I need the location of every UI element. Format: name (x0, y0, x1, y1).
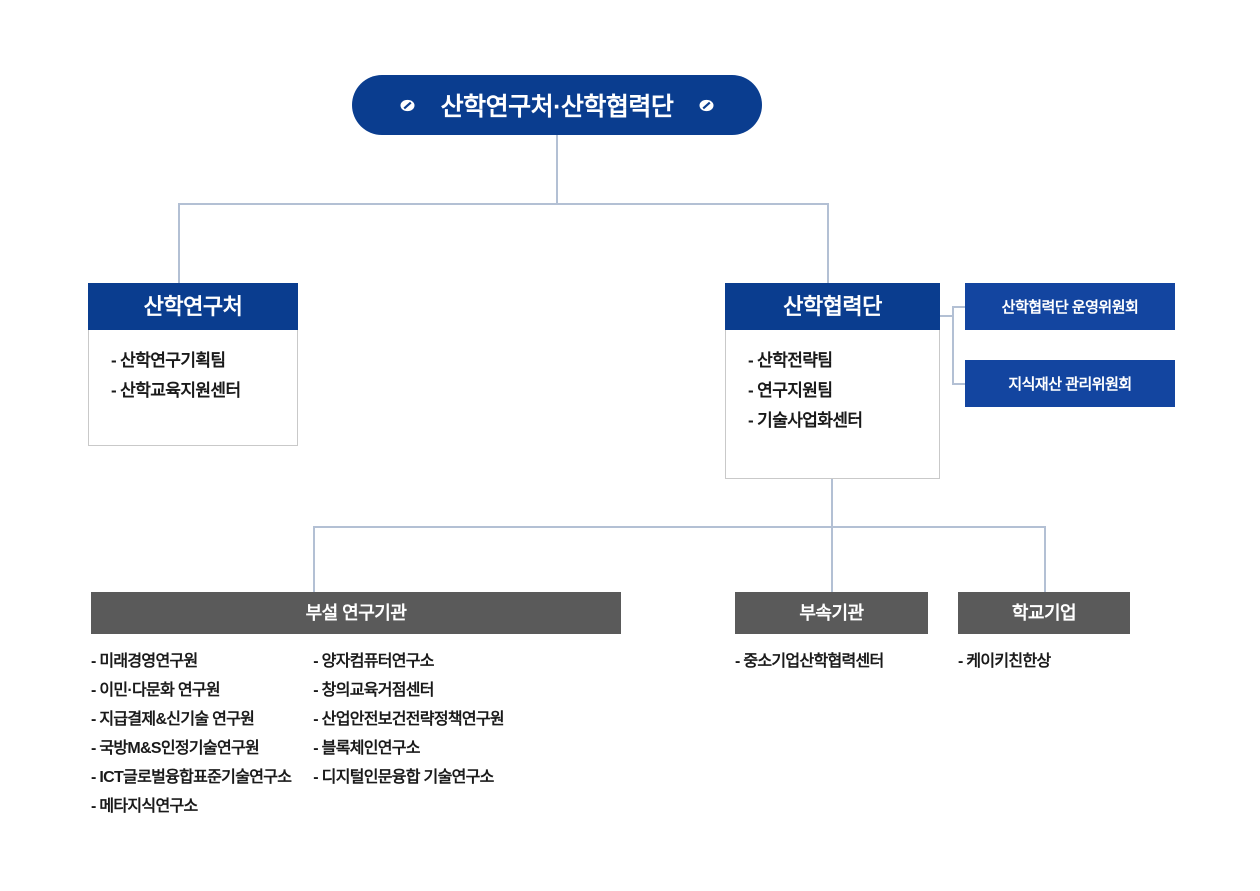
group-attached-institutions[interactable]: 부속기관 - 중소기업산학협력센터 (735, 592, 928, 676)
dept-item: - 기술사업화센터 (748, 411, 863, 430)
group-items-attached-institutions: - 중소기업산학협력센터 (735, 634, 928, 676)
connector-level2-bus (178, 203, 829, 205)
connector-to-cooperation-foundation (827, 203, 829, 283)
group-column: - 케이키친한상 (958, 647, 1051, 676)
group-item: - 이민·다문화 연구원 (91, 682, 221, 699)
group-item: - 산업안전보건전략정책연구원 (313, 711, 504, 728)
connector-committee-2 (952, 383, 966, 385)
connector-to-research-office (178, 203, 180, 283)
dept-item: - 연구지원팀 (748, 381, 833, 400)
group-school-enterprise[interactable]: 학교기업 - 케이키친한상 (958, 592, 1130, 676)
group-title-school-enterprise: 학교기업 (958, 592, 1130, 634)
group-title-attached-institutions: 부속기관 (735, 592, 928, 634)
committee-label: 산학협력단 운영위원회 (1001, 299, 1139, 316)
connector-committee-stem (940, 315, 954, 317)
connector-to-affiliated-institutes (313, 526, 315, 592)
dept-item: - 산학교육지원센터 (111, 381, 241, 400)
connector-root-down (556, 135, 558, 204)
committee-ip-management[interactable]: 지식재산 관리위원회 (965, 360, 1175, 407)
connector-to-attached-institutions (831, 526, 833, 592)
committee-operating[interactable]: 산학협력단 운영위원회 (965, 283, 1175, 330)
dept-items-cooperation-foundation: - 산학전략팀 - 연구지원팀 - 기술사업화센터 (726, 330, 939, 454)
group-item: - 블록체인연구소 (313, 740, 420, 757)
dept-item: - 산학연구기획팀 (111, 351, 226, 370)
group-item: - 국방M&S인정기술연구원 (91, 740, 260, 757)
root-node[interactable]: 산학연구처·산학협력단 (352, 75, 762, 135)
group-item: - 미래경영연구원 (91, 653, 198, 670)
root-title: 산학연구처·산학협력단 (440, 93, 674, 121)
group-column: - 미래경영연구원 - 이민·다문화 연구원 - 지급결제&신기술 연구원 - … (91, 647, 292, 821)
connector-groups-bus (313, 526, 1046, 528)
connector-committee-1 (952, 306, 966, 308)
connector-to-school-enterprise (1044, 526, 1046, 592)
slash-circle-icon (699, 98, 714, 113)
group-affiliated-research-institutes[interactable]: 부설 연구기관 - 미래경영연구원 - 이민·다문화 연구원 - 지급결제&신기… (91, 592, 621, 821)
group-column: - 양자컴퓨터연구소 - 창의교육거점센터 - 산업안전보건전략정책연구원 - … (313, 647, 504, 821)
group-item: - 중소기업산학협력센터 (735, 653, 884, 670)
dept-title-cooperation-foundation: 산학협력단 (725, 283, 940, 330)
group-item: - 메타지식연구소 (91, 798, 198, 815)
dept-item: - 산학전략팀 (748, 351, 833, 370)
committee-label: 지식재산 관리위원회 (1008, 376, 1132, 393)
group-items-affiliated-research-institutes: - 미래경영연구원 - 이민·다문화 연구원 - 지급결제&신기술 연구원 - … (91, 634, 621, 821)
group-column: - 중소기업산학협력센터 (735, 647, 884, 676)
connector-foundation-down (831, 479, 833, 527)
group-items-school-enterprise: - 케이키친한상 (958, 634, 1130, 676)
group-item: - 지급결제&신기술 연구원 (91, 711, 255, 728)
slash-circle-icon (400, 98, 415, 113)
dept-title-sanhak-research-office: 산학연구처 (88, 283, 298, 330)
dept-card-cooperation-foundation[interactable]: 산학협력단 - 산학전략팀 - 연구지원팀 - 기술사업화센터 (725, 283, 940, 479)
dept-card-sanhak-research-office[interactable]: 산학연구처 - 산학연구기획팀 - 산학교육지원센터 (88, 283, 298, 446)
group-item: - 창의교육거점센터 (313, 682, 434, 699)
group-item: - 케이키친한상 (958, 653, 1051, 670)
group-item: - 양자컴퓨터연구소 (313, 653, 434, 670)
connector-committee-spine (952, 306, 954, 384)
group-title-affiliated-research-institutes: 부설 연구기관 (91, 592, 621, 634)
group-item: - ICT글로벌융합표준기술연구소 (91, 769, 292, 786)
group-item: - 디지털인문융합 기술연구소 (313, 769, 494, 786)
dept-items-sanhak-research-office: - 산학연구기획팀 - 산학교육지원센터 (89, 330, 297, 424)
